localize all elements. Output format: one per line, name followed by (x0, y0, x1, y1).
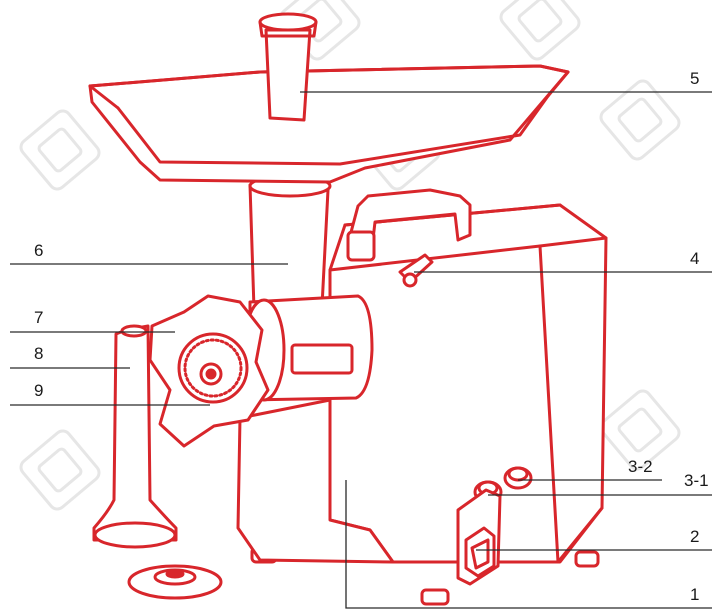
cutting-plate (177, 332, 249, 404)
callout-3-2: 3-2 (628, 457, 653, 476)
foot (574, 550, 600, 568)
sausage-nozzle (92, 324, 178, 549)
callout-7: 7 (34, 308, 44, 327)
callout-6: 6 (34, 241, 44, 260)
spare-plate (127, 564, 223, 600)
callout-1: 1 (690, 585, 700, 604)
callout-4: 4 (690, 249, 700, 268)
carry-handle (346, 188, 472, 262)
button-3-2 (503, 466, 533, 490)
feeding-tray (88, 64, 570, 184)
switch-lever (398, 253, 434, 288)
callout-5: 5 (690, 69, 700, 88)
callout-9: 9 (34, 381, 44, 400)
base-front (236, 398, 395, 564)
leader-lines (10, 91, 712, 609)
leader-1 (345, 480, 712, 609)
foot (420, 588, 450, 606)
power-switch (456, 488, 502, 586)
callout-3-1: 3-1 (684, 471, 709, 490)
callout-8: 8 (34, 344, 44, 363)
pusher (258, 12, 318, 122)
callout-2: 2 (690, 527, 700, 546)
